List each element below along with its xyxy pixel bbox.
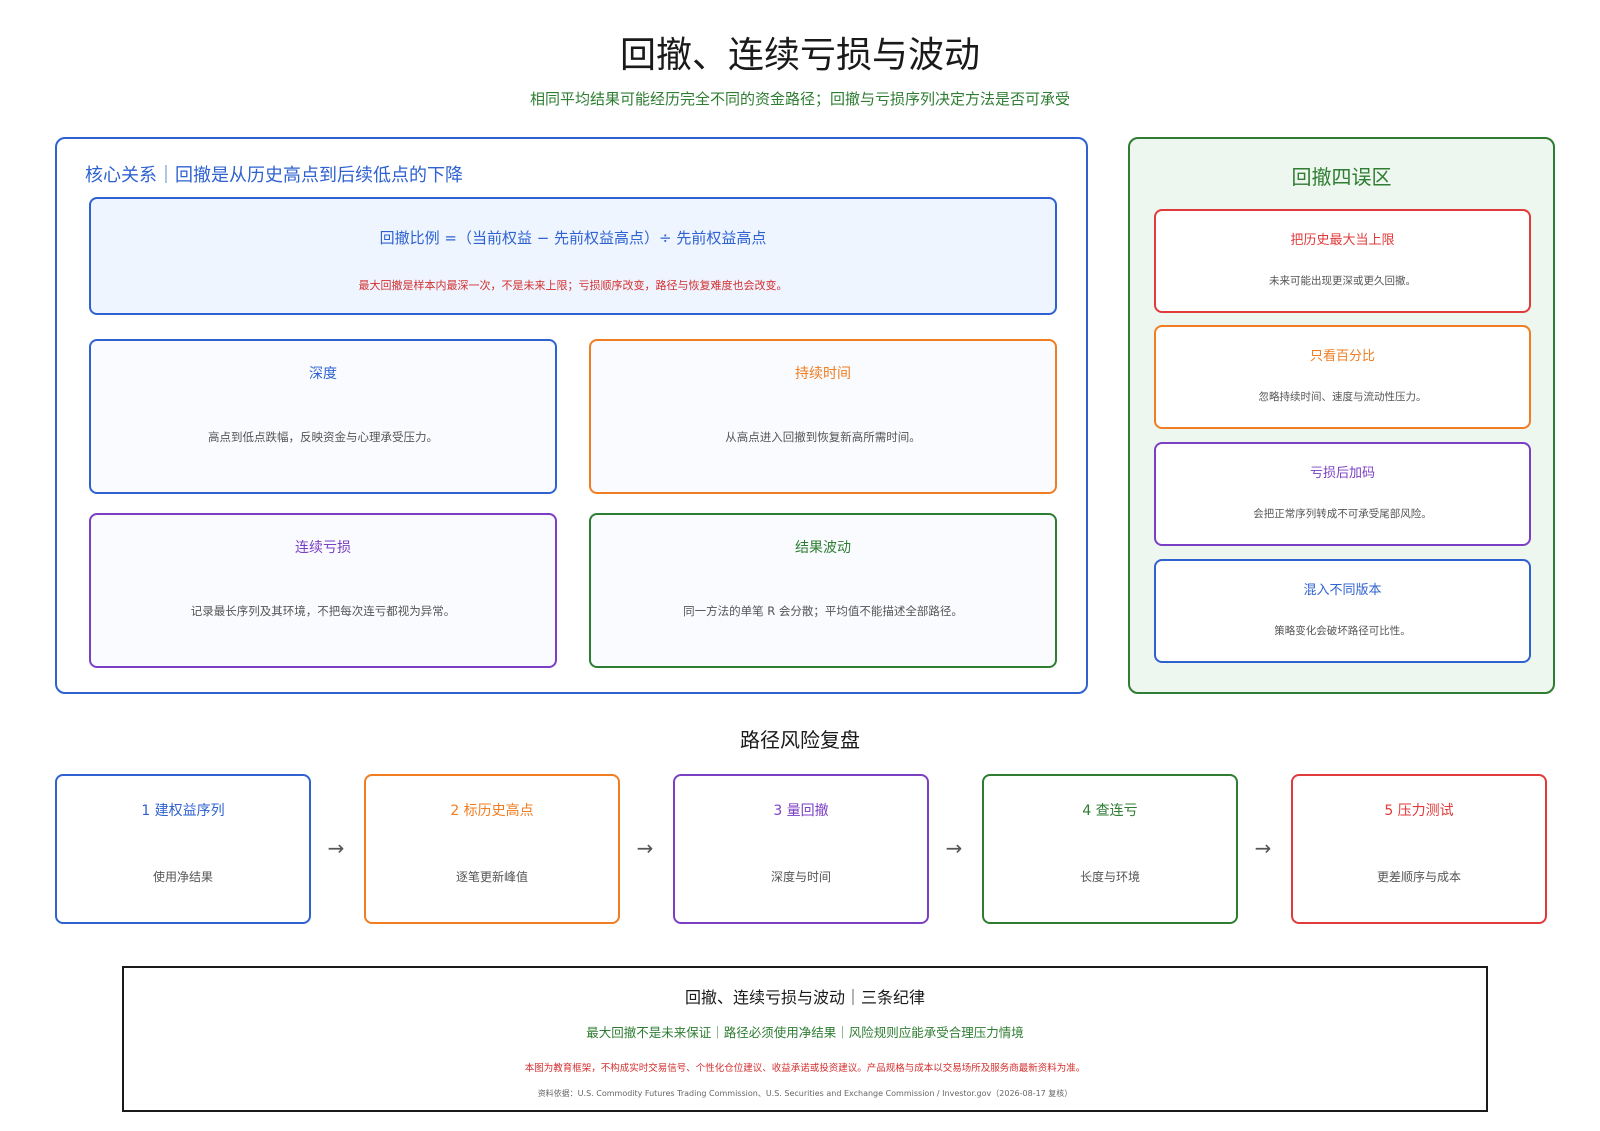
core-card-desc: 高点到低点跌幅，反映资金与心理承受压力。 (208, 430, 438, 444)
mistakes-heading: 回撤四误区 (1291, 165, 1392, 189)
arrow-right-icon: → (1254, 836, 1272, 860)
core-card-title: 深度 (309, 366, 337, 382)
mistake-desc: 未来可能出现更深或更久回撤。 (1269, 275, 1416, 287)
mistake-card: 把历史最大当上限 未来可能出现更深或更久回撤。 (1154, 209, 1531, 313)
mistake-title: 亏损后加码 (1309, 466, 1375, 481)
core-card-title: 持续时间 (795, 366, 851, 382)
core-heading: 核心关系｜回撤是从历史高点到后续低点的下降 (85, 165, 463, 186)
mistake-card: 混入不同版本 策略变化会破坏路径可比性。 (1154, 559, 1531, 663)
core-card-volatility: 结果波动 同一方法的单笔 R 会分散；平均值不能描述全部路径。 (589, 513, 1057, 668)
step-desc: 使用净结果 (152, 870, 213, 884)
core-card-duration: 持续时间 从高点进入回撤到恢复新高所需时间。 (589, 339, 1057, 494)
rules-line: 最大回撤不是未来保证｜路径必须使用净结果｜风险规则应能承受合理压力情境 (586, 1025, 1024, 1040)
mistake-desc: 策略变化会破坏路径可比性。 (1274, 625, 1411, 637)
step-card: 2 标历史高点 逐笔更新峰值 (364, 774, 620, 924)
formula-text: 回撤比例 =（当前权益 − 先前权益高点）÷ 先前权益高点 (379, 229, 767, 247)
step-card: 1 建权益序列 使用净结果 (55, 774, 311, 924)
arrow-right-icon: → (945, 836, 963, 860)
core-card-title: 连续亏损 (295, 540, 351, 556)
formula-box: 回撤比例 =（当前权益 − 先前权益高点）÷ 先前权益高点 最大回撤是样本内最深… (89, 197, 1057, 315)
rules-title: 回撤、连续亏损与波动｜三条纪律 (684, 988, 925, 1007)
step-card: 3 量回撤 深度与时间 (673, 774, 929, 924)
core-panel: 核心关系｜回撤是从历史高点到后续低点的下降 回撤比例 =（当前权益 − 先前权益… (55, 137, 1088, 694)
core-card-depth: 深度 高点到低点跌幅，反映资金与心理承受压力。 (89, 339, 557, 494)
step-desc: 逐笔更新峰值 (455, 870, 528, 884)
step-title: 1 建权益序列 (141, 803, 225, 819)
step-title: 2 标历史高点 (450, 803, 534, 819)
rules-box: 回撤、连续亏损与波动｜三条纪律 最大回撤不是未来保证｜路径必须使用净结果｜风险规… (122, 966, 1488, 1112)
step-title: 4 查连亏 (1082, 803, 1138, 819)
mistake-title: 混入不同版本 (1303, 583, 1382, 598)
step-card: 5 压力测试 更差顺序与成本 (1291, 774, 1547, 924)
step-desc: 更差顺序与成本 (1376, 870, 1461, 884)
mistake-desc: 忽略持续时间、速度与流动性压力。 (1258, 391, 1427, 403)
mistake-desc: 会把正常序列转成不可承受尾部风险。 (1253, 508, 1432, 520)
arrow-right-icon: → (636, 836, 654, 860)
step-card: 4 查连亏 长度与环境 (982, 774, 1238, 924)
page-subtitle: 相同平均结果可能经历完全不同的资金路径；回撤与亏损序列决定方法是否可承受 (529, 90, 1070, 108)
mistake-card: 只看百分比 忽略持续时间、速度与流动性压力。 (1154, 325, 1531, 429)
review-heading: 路径风险复盘 (740, 728, 860, 752)
step-desc: 长度与环境 (1079, 870, 1140, 884)
core-card-desc: 记录最长序列及其环境，不把每次连亏都视为异常。 (190, 604, 456, 618)
source-text: 资料依据：U.S. Commodity Futures Trading Comm… (537, 1089, 1073, 1098)
mistakes-panel: 回撤四误区 把历史最大当上限 未来可能出现更深或更久回撤。 只看百分比 忽略持续… (1128, 137, 1555, 694)
step-desc: 深度与时间 (770, 870, 831, 884)
mistake-title: 只看百分比 (1309, 349, 1375, 364)
page-title: 回撤、连续亏损与波动 (619, 35, 980, 76)
mistake-title: 把历史最大当上限 (1290, 233, 1395, 248)
arrow-right-icon: → (327, 836, 345, 860)
core-card-title: 结果波动 (795, 540, 851, 556)
core-card-desc: 同一方法的单笔 R 会分散；平均值不能描述全部路径。 (683, 604, 963, 618)
disclaimer-text: 本图为教育框架，不构成实时交易信号、个性化仓位建议、收益承诺或投资建议。产品规格… (524, 1063, 1086, 1074)
step-title: 5 压力测试 (1384, 803, 1454, 819)
core-card-desc: 从高点进入回撤到恢复新高所需时间。 (725, 430, 921, 444)
step-title: 3 量回撤 (773, 803, 829, 819)
formula-note: 最大回撤是样本内最深一次，不是未来上限；亏损顺序改变，路径与恢复难度也会改变。 (358, 279, 788, 292)
core-card-consecutive-losses: 连续亏损 记录最长序列及其环境，不把每次连亏都视为异常。 (89, 513, 557, 668)
mistake-card: 亏损后加码 会把正常序列转成不可承受尾部风险。 (1154, 442, 1531, 546)
